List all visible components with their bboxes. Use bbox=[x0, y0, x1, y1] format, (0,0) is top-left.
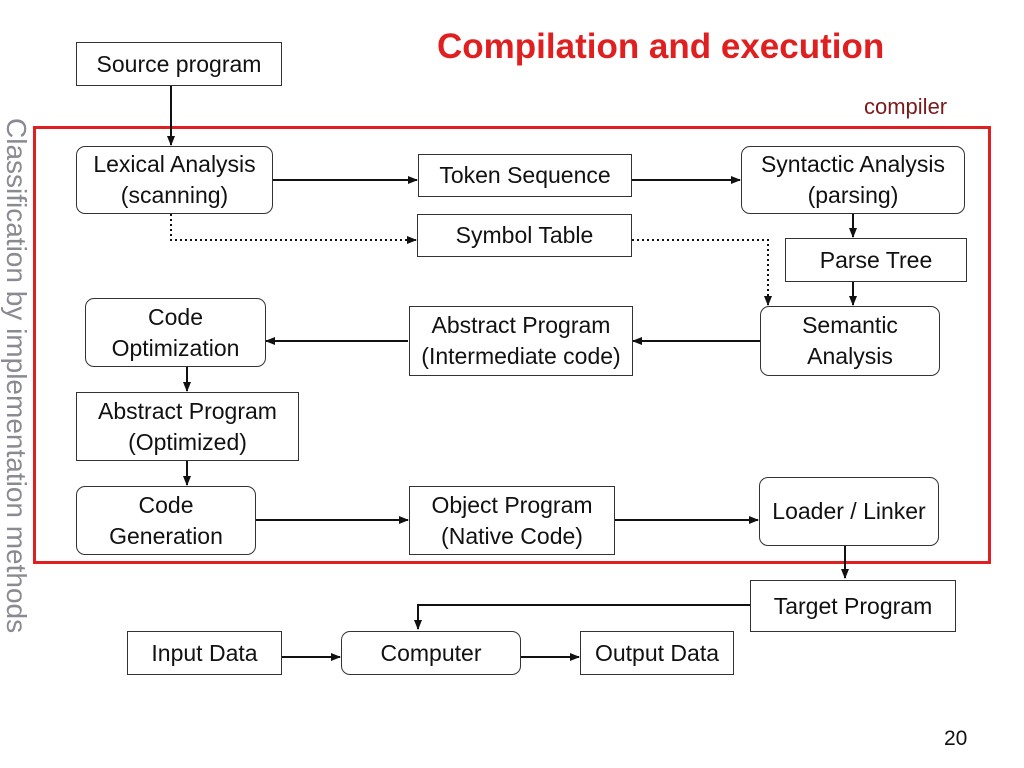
loader-linker-box: Loader / Linker bbox=[759, 477, 939, 546]
abstract-program-optimized-line2: (Optimized) bbox=[128, 428, 247, 455]
abstract-program-intermediate-box: Abstract Program (Intermediate code) bbox=[409, 306, 633, 376]
page-number: 20 bbox=[944, 727, 968, 750]
compiler-label: compiler bbox=[864, 94, 948, 119]
loader-linker-label: Loader / Linker bbox=[772, 498, 926, 524]
syntactic-analysis-line2: (parsing) bbox=[807, 182, 899, 208]
target-program-label: Target Program bbox=[773, 592, 933, 619]
code-generation-line2: Generation bbox=[109, 522, 223, 549]
object-program-box: Object Program (Native Code) bbox=[409, 486, 615, 555]
code-generation-box: Code Generation bbox=[76, 486, 256, 555]
code-optimization-line1: Code bbox=[148, 303, 203, 330]
target-program-box: Target Program bbox=[750, 580, 956, 632]
code-optimization-line2: Optimization bbox=[111, 334, 240, 361]
abstract-program-optimized-line1: Abstract Program bbox=[98, 397, 277, 424]
output-data-box: Output Data bbox=[580, 631, 734, 675]
lexical-analysis-line2: (scanning) bbox=[120, 182, 229, 208]
slide-title: Compilation and execution bbox=[437, 27, 885, 66]
input-data-label: Input Data bbox=[151, 639, 258, 666]
object-program-line2: (Native Code) bbox=[441, 522, 583, 549]
symbol-table-box: Symbol Table bbox=[417, 214, 632, 257]
side-label: Classification by implementation methods bbox=[1, 118, 32, 634]
abstract-program-optimized-box: Abstract Program (Optimized) bbox=[76, 392, 299, 461]
arrow-target-to-computer bbox=[414, 604, 750, 630]
syntactic-analysis-line1: Syntactic Analysis bbox=[760, 151, 946, 177]
computer-label: Computer bbox=[380, 639, 482, 666]
semantic-analysis-line2: Analysis bbox=[807, 343, 893, 369]
computer-box: Computer bbox=[341, 631, 521, 675]
abstract-program-intermediate-line1: Abstract Program bbox=[431, 312, 611, 338]
code-generation-line1: Code bbox=[138, 491, 194, 518]
dotted-symbol-to-semantic bbox=[632, 239, 772, 306]
abstract-program-intermediate-line2: (Intermediate code) bbox=[421, 343, 621, 369]
compiler-frame bbox=[33, 126, 991, 564]
source-program-box: Source program bbox=[76, 42, 282, 86]
output-data-label: Output Data bbox=[594, 639, 720, 666]
dotted-lexical-to-symbol bbox=[170, 214, 417, 244]
syntactic-analysis-box: Syntactic Analysis (parsing) bbox=[741, 146, 965, 214]
semantic-analysis-line1: Semantic bbox=[802, 312, 898, 338]
token-sequence-label: Token Sequence bbox=[439, 162, 611, 188]
parse-tree-box: Parse Tree bbox=[785, 238, 967, 282]
lexical-analysis-line1: Lexical Analysis bbox=[93, 151, 256, 177]
symbol-table-label: Symbol Table bbox=[455, 222, 594, 248]
source-program-label: Source program bbox=[96, 50, 262, 77]
object-program-line1: Object Program bbox=[431, 491, 593, 518]
code-optimization-box: Code Optimization bbox=[85, 298, 266, 367]
lexical-analysis-box: Lexical Analysis (scanning) bbox=[76, 146, 273, 214]
input-data-box: Input Data bbox=[127, 631, 282, 675]
token-sequence-box: Token Sequence bbox=[418, 154, 632, 197]
parse-tree-label: Parse Tree bbox=[819, 246, 933, 273]
semantic-analysis-box: Semantic Analysis bbox=[760, 306, 940, 376]
